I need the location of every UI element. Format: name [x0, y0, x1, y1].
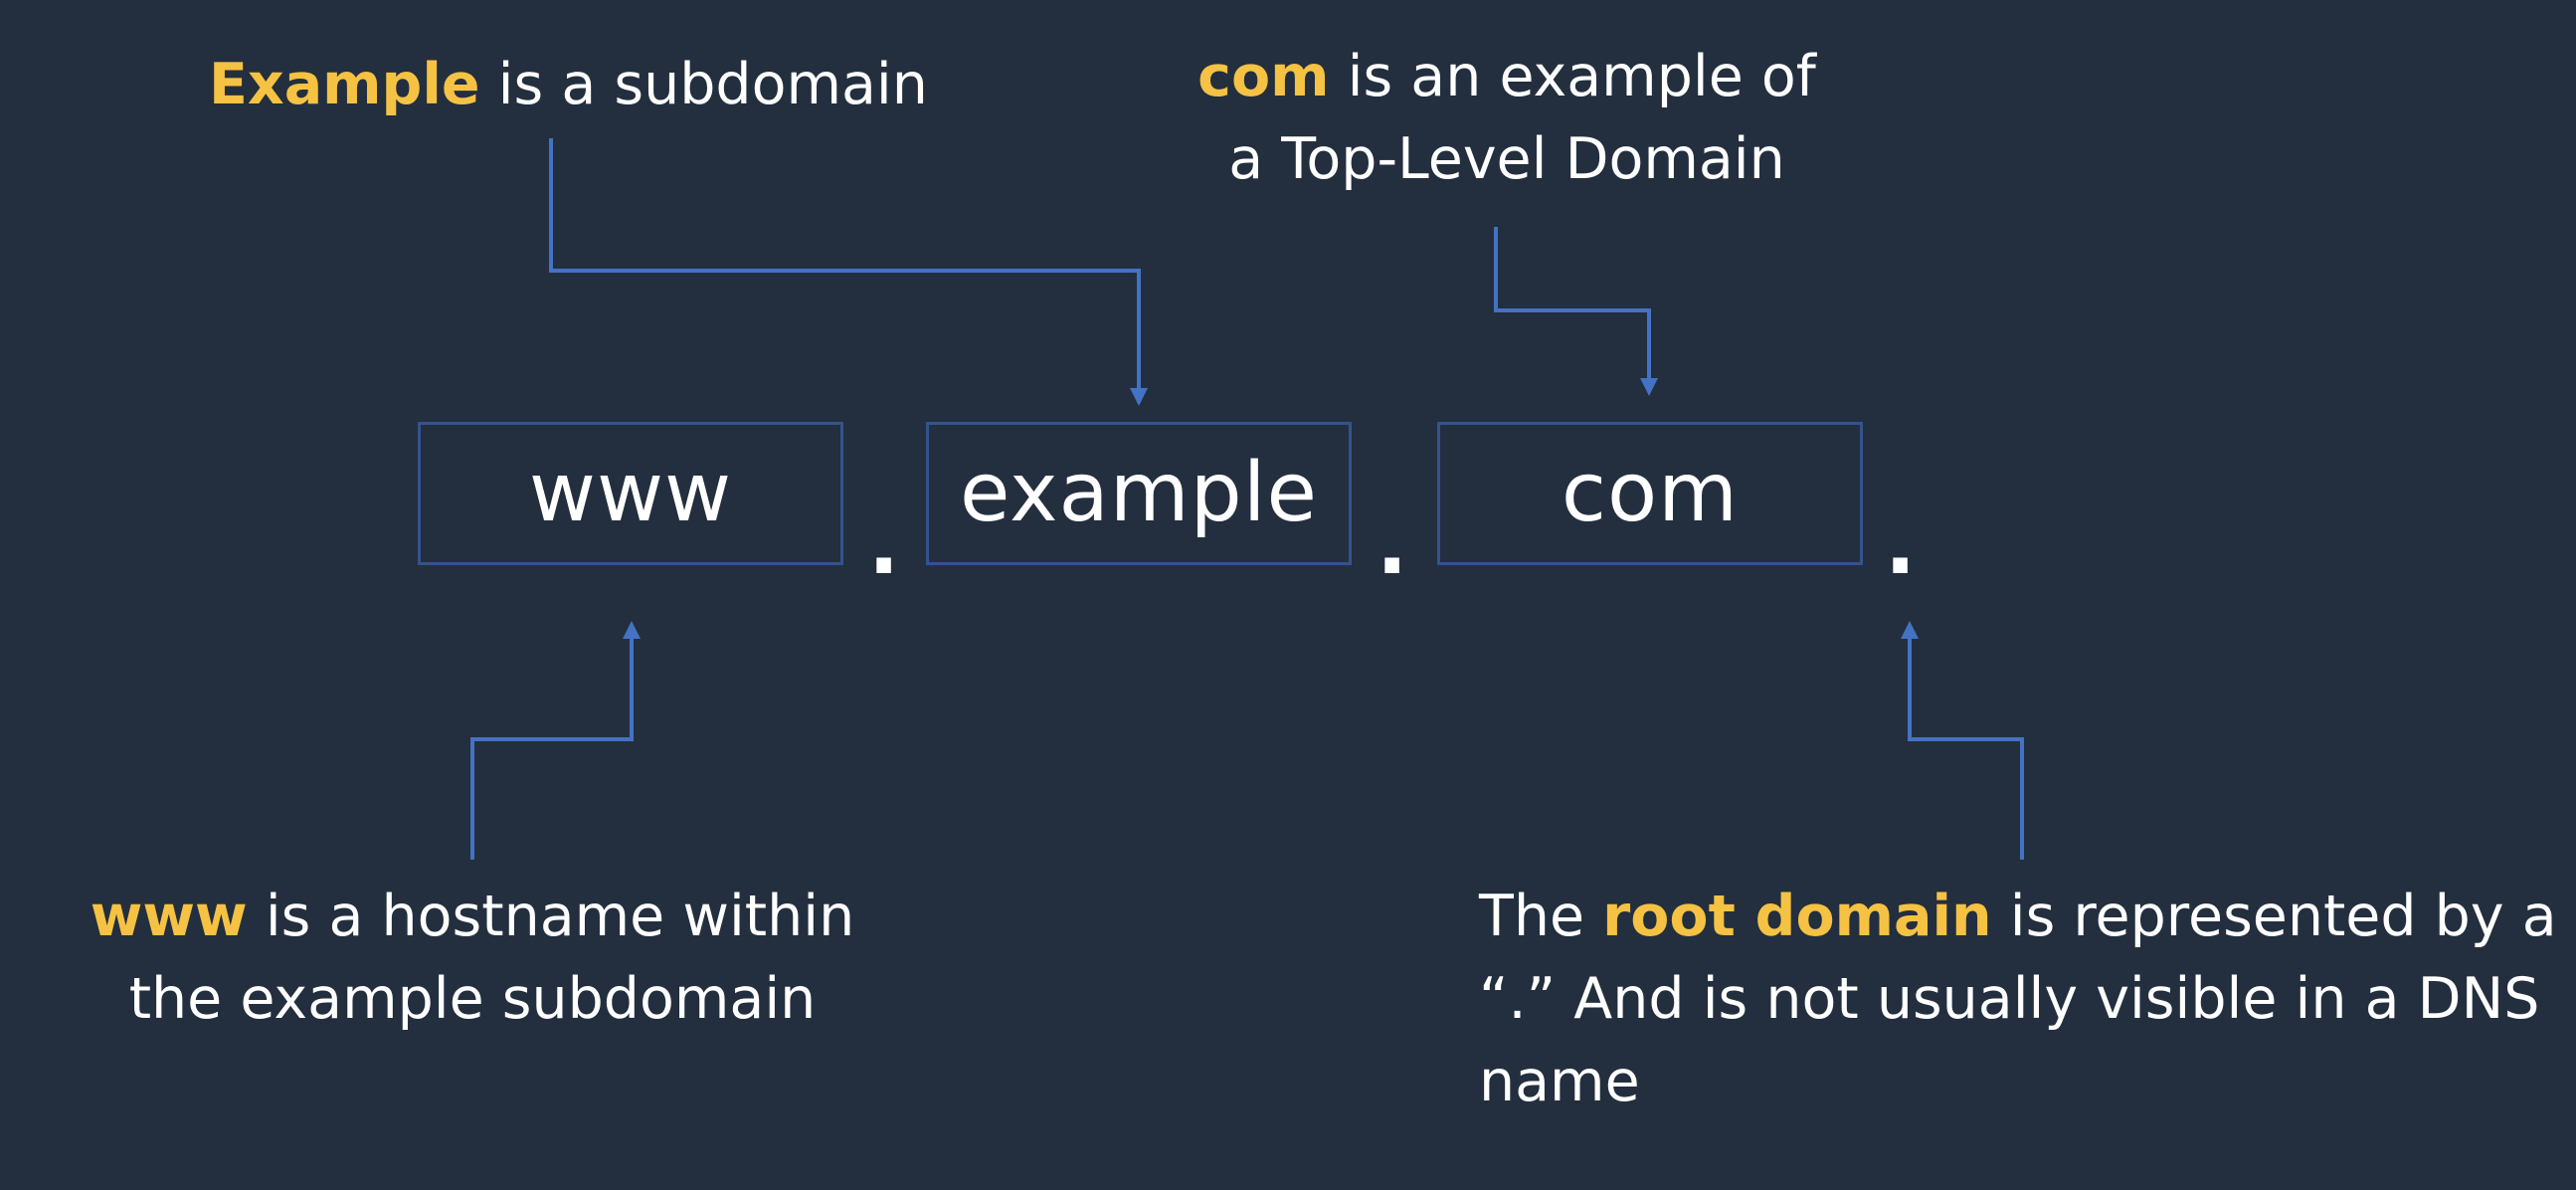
root-caption-line1-start: The	[1479, 884, 1603, 949]
separator-dot-1: .	[868, 498, 900, 593]
subdomain-box-label: example	[960, 446, 1318, 540]
root-caption: The root domain is represented by a “.” …	[1479, 876, 2557, 1123]
separator-dot-2: .	[1377, 498, 1408, 593]
hostname-caption: www is a hostname within the example sub…	[60, 876, 885, 1041]
hostname-box: www	[418, 422, 843, 565]
subdomain-box: example	[926, 422, 1352, 565]
tld-caption-line2: a Top-Level Domain	[1228, 126, 1785, 192]
hostname-caption-line2: the example subdomain	[128, 966, 817, 1032]
root-dot: .	[1885, 498, 1917, 593]
subdomain-connector	[549, 138, 1141, 403]
tld-caption: com is an example of a Top-Level Domain	[1184, 36, 1830, 201]
hostname-box-label: www	[528, 446, 733, 540]
tld-caption-line1: com is an example of	[1184, 36, 1830, 118]
hostname-caption-line1: www is a hostname within	[60, 876, 885, 958]
tld-caption-highlight: com	[1197, 44, 1330, 109]
root-caption-line1-text: is represented by a	[1991, 884, 2557, 949]
subdomain-caption-highlight: Example	[209, 52, 480, 117]
root-caption-highlight: root domain	[1602, 884, 1992, 949]
tld-box: com	[1437, 422, 1863, 565]
root-caption-line3: name	[1479, 1049, 1640, 1114]
root-connector	[1908, 627, 2024, 860]
root-caption-line1: The root domain is represented by a	[1479, 876, 2557, 958]
root-arrowhead	[1901, 621, 1919, 639]
hostname-arrowhead	[623, 621, 641, 639]
tld-arrowhead	[1640, 378, 1658, 396]
tld-caption-line1-text: is an example of	[1329, 44, 1816, 109]
subdomain-caption-text: is a subdomain	[479, 52, 928, 117]
hostname-caption-line1-text: is a hostname within	[247, 884, 855, 949]
subdomain-arrowhead	[1130, 388, 1148, 406]
hostname-caption-highlight: www	[90, 884, 248, 949]
tld-box-label: com	[1561, 446, 1740, 540]
hostname-connector	[470, 627, 634, 860]
root-caption-line2: “.” And is not usually visible in a DNS	[1479, 966, 2540, 1032]
subdomain-caption: Example is a subdomain	[209, 44, 928, 126]
tld-connector	[1494, 227, 1651, 392]
